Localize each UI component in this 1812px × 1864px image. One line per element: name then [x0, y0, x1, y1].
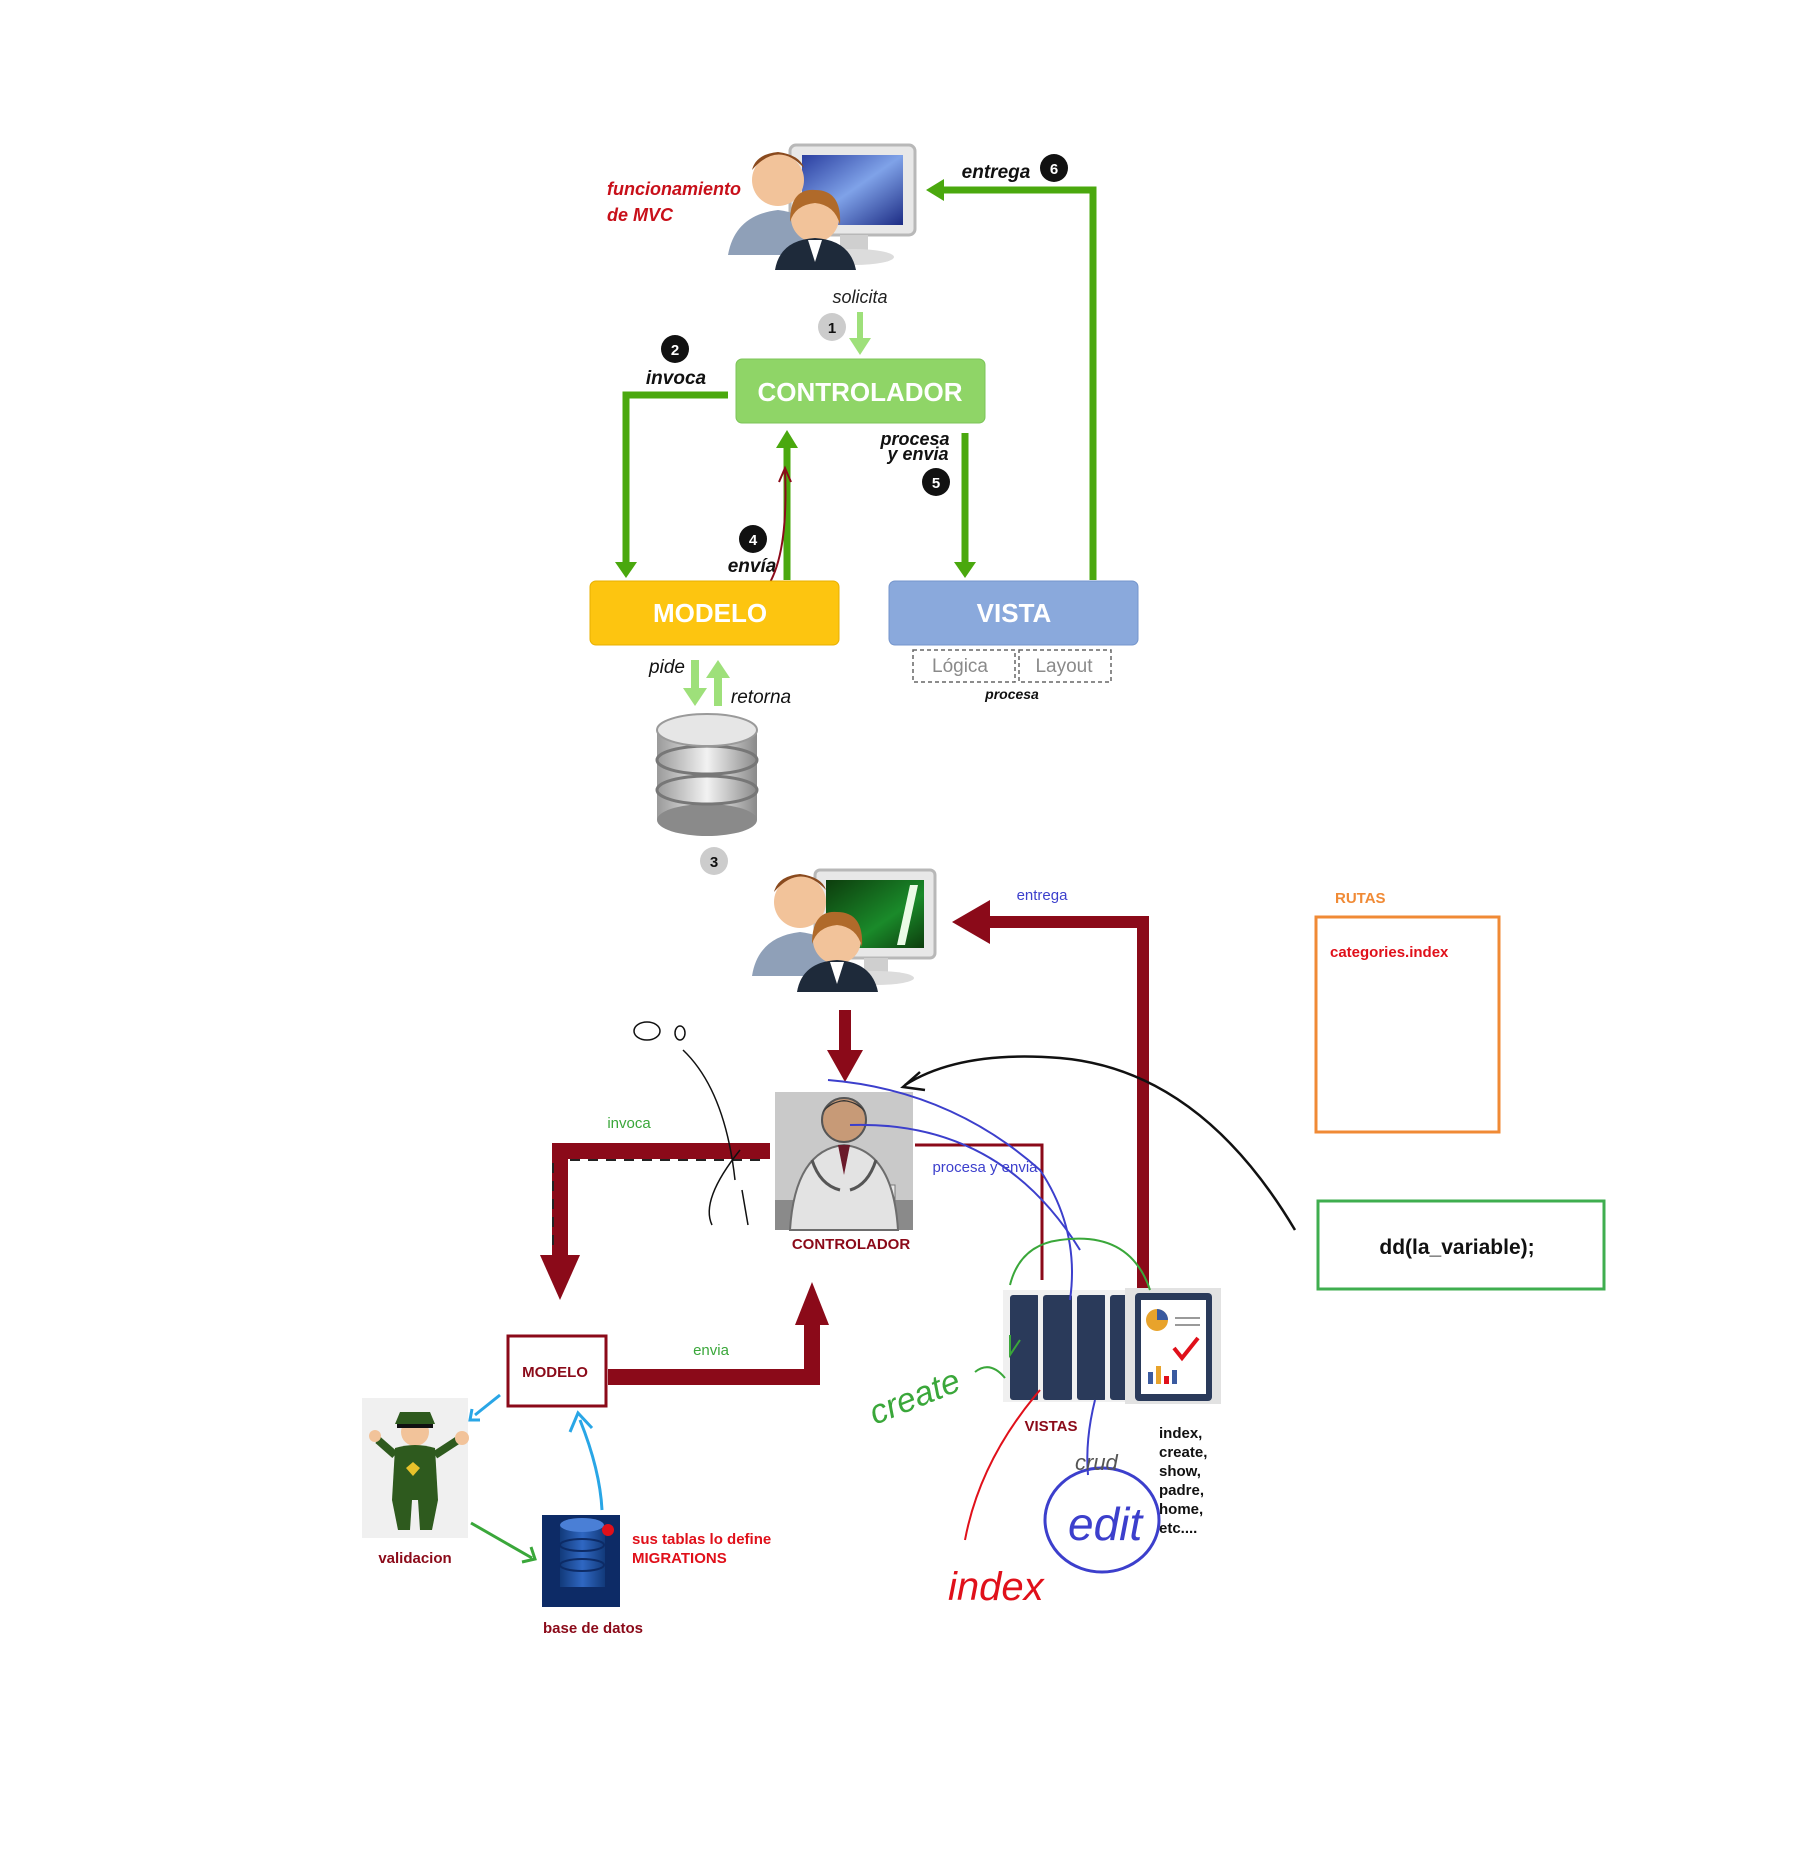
- label-entrega-top: entrega: [962, 162, 1031, 183]
- database-icon-top: [655, 713, 759, 836]
- step-5-label: 5: [932, 475, 940, 492]
- label-procesa-bottom: procesa y envia: [932, 1159, 1038, 1176]
- database-icon-bottom: [542, 1515, 620, 1607]
- label-pide: pide: [648, 657, 685, 678]
- rutas-title: RUTAS: [1335, 890, 1386, 907]
- handwritten-annotations: create index edit crud: [633, 1021, 1297, 1609]
- blue-arrow-modelo-to-guard: [474, 1393, 501, 1417]
- dd-code: dd(la_variable);: [1379, 1236, 1534, 1259]
- step-1-badge: 1: [818, 313, 846, 341]
- top-mvc-diagram: funcionamiento de MVC solicita 1 CON: [589, 143, 1139, 875]
- layout-box: [1018, 649, 1112, 683]
- handwritten-edit: edit: [1068, 1498, 1144, 1550]
- users-computer-icon: [728, 143, 917, 270]
- layout-label: Layout: [1035, 656, 1093, 677]
- label-envia-bottom: envia: [693, 1342, 730, 1359]
- label-vistas: VISTAS: [1024, 1418, 1077, 1435]
- arrow-invoca-top: [622, 391, 728, 566]
- label-invoca-bottom: invoca: [607, 1115, 651, 1132]
- handwritten-create: create: [864, 1362, 966, 1433]
- label-retorna: retorna: [731, 687, 791, 708]
- label-procesa-small: procesa: [984, 686, 1039, 702]
- label-base-de-datos: base de datos: [543, 1620, 643, 1637]
- step-4-badge: 4: [739, 525, 767, 553]
- controlador-box: CONTROLADOR: [735, 358, 986, 424]
- views-list: index, create, show, padre, home, etc...…: [1159, 1425, 1207, 1537]
- handwritten-edit-circle: [1043, 1466, 1161, 1574]
- step-3-label: 3: [710, 854, 718, 871]
- views-list-item: create,: [1159, 1444, 1207, 1461]
- rutas-item: categories.index: [1330, 944, 1449, 961]
- modelo-box: MODELO: [589, 580, 840, 646]
- bottom-mvc-diagram: entrega CONTROLADOR invoca MODELO: [362, 868, 1606, 1637]
- step-6-label: 6: [1050, 161, 1058, 178]
- step-5-badge: 5: [922, 468, 950, 496]
- logica-label: Lógica: [932, 656, 988, 677]
- step-3-badge: 3: [700, 847, 728, 875]
- step-4-label: 4: [749, 532, 758, 549]
- views-list-item: etc....: [1159, 1520, 1197, 1537]
- label-procesa-top-l2: y envia: [886, 444, 948, 464]
- label-solicita: solicita: [832, 287, 887, 307]
- users-computer-icon-bottom: [752, 868, 937, 992]
- label-migrations-l2: MIGRATIONS: [632, 1550, 727, 1567]
- vista-label: VISTA: [977, 598, 1052, 628]
- controlador-person-icon: [775, 1092, 913, 1231]
- modelo-box-bottom: MODELO: [506, 1334, 608, 1408]
- label-modelo-bottom: MODELO: [522, 1364, 588, 1381]
- green-arrow-guard-to-db: [470, 1521, 533, 1560]
- views-list-item: show,: [1159, 1463, 1201, 1480]
- dd-box: [1316, 1199, 1606, 1291]
- arrow-envia-bottom: [608, 1310, 820, 1385]
- handwritten-crud: crud: [1075, 1450, 1119, 1475]
- label-migrations-l1: sus tablas lo define: [632, 1531, 771, 1548]
- views-list-item: index,: [1159, 1425, 1202, 1442]
- controlador-label: CONTROLADOR: [757, 377, 962, 407]
- vista-box: VISTA: [888, 580, 1139, 646]
- guard-validation-icon: [362, 1398, 469, 1538]
- arrow-procesa-bottom: [915, 1143, 1044, 1280]
- step-6-badge: 6: [1040, 154, 1068, 182]
- top-heading-line1: funcionamiento: [607, 179, 741, 199]
- views-list-item: padre,: [1159, 1482, 1204, 1499]
- views-list-item: home,: [1159, 1501, 1203, 1518]
- modelo-label: MODELO: [653, 598, 767, 628]
- label-procesa-top-l1: procesa: [879, 429, 949, 449]
- vistas-documents-icon: [1003, 1288, 1221, 1404]
- step-2-label: 2: [671, 342, 679, 359]
- label-envia-top: envía: [728, 556, 777, 577]
- arrow-entrega-top: [940, 186, 1097, 580]
- label-invoca-top: invoca: [646, 368, 707, 389]
- arrow-entrega-bottom: [980, 916, 1149, 1288]
- arrow-invoca-bottom: [552, 1143, 770, 1263]
- blue-arrow-db-to-modelo: [578, 1419, 604, 1511]
- label-controlador-bottom: CONTROLADOR: [792, 1236, 910, 1253]
- label-entrega-bottom: entrega: [1017, 887, 1069, 904]
- step-2-badge: 2: [661, 335, 689, 363]
- handwritten-index: index: [948, 1565, 1046, 1609]
- top-heading-line2: de MVC: [607, 205, 674, 225]
- label-validacion: validacion: [378, 1550, 451, 1567]
- step-1-label: 1: [828, 320, 836, 337]
- logica-box: [912, 649, 1016, 683]
- rutas-box: [1314, 915, 1501, 1134]
